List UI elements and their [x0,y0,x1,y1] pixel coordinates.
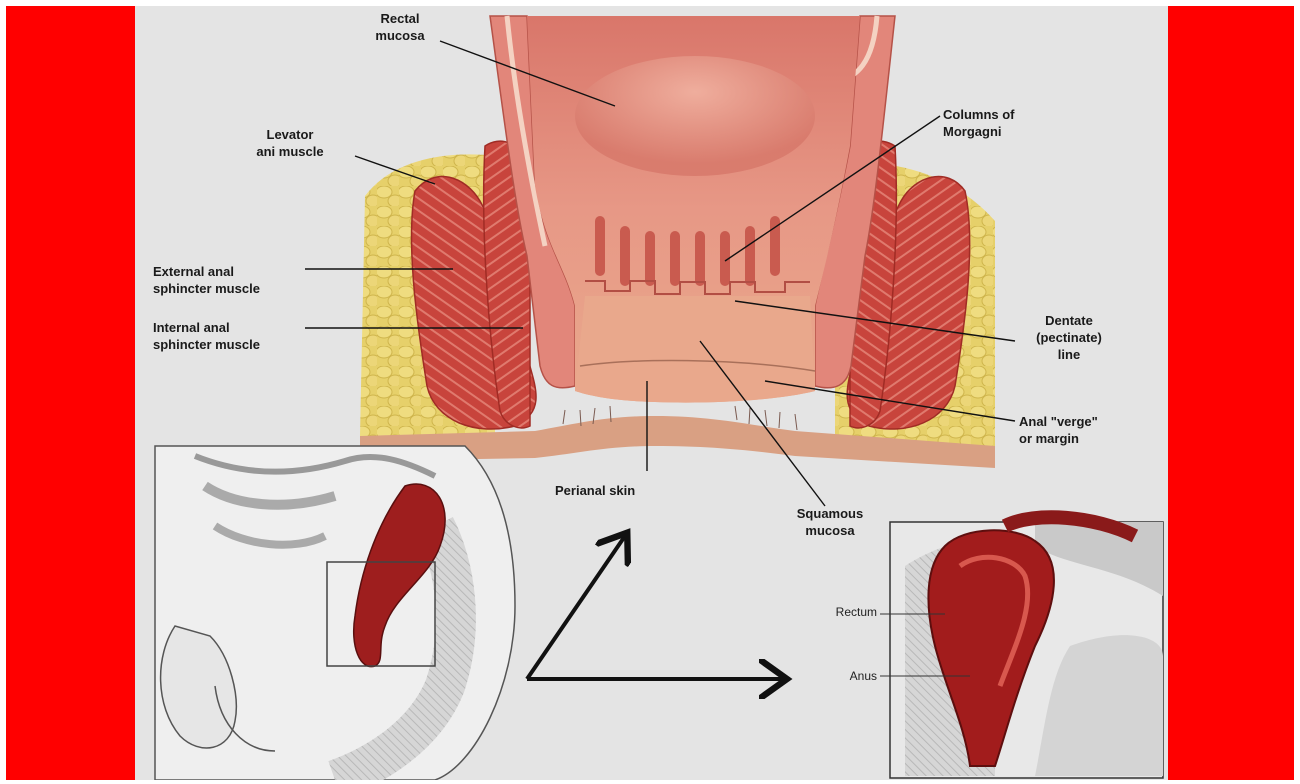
label-levator-ani-muscle: Levator ani muscle [230,126,350,160]
label-rectal-mucosa: Rectal mucosa [360,10,440,44]
main-cross-section [360,16,995,468]
label-squamous-mucosa: Squamous mucosa [775,505,885,539]
right-red-bar [1168,6,1294,780]
label-anus: Anus [795,668,877,685]
label-columns-of-morgagni: Columns of Morgagni [943,106,1063,140]
label-internal-anal-sphincter: Internal anal sphincter muscle [153,319,333,353]
label-rectum: Rectum [795,604,877,621]
label-external-anal-sphincter: External anal sphincter muscle [153,263,333,297]
left-red-bar [6,6,135,780]
label-dentate-line: Dentate (pectinate) line [1017,312,1121,363]
label-perianal-skin: Perianal skin [555,482,685,499]
pointer-arrows [527,536,783,679]
label-anal-verge: Anal "verge" or margin [1019,413,1159,447]
anatomy-illustration: Rectal mucosa Levator ani muscle Columns… [135,6,1168,780]
enlarged-inset-drawing [880,517,1163,778]
sagittal-section-drawing [155,446,515,780]
